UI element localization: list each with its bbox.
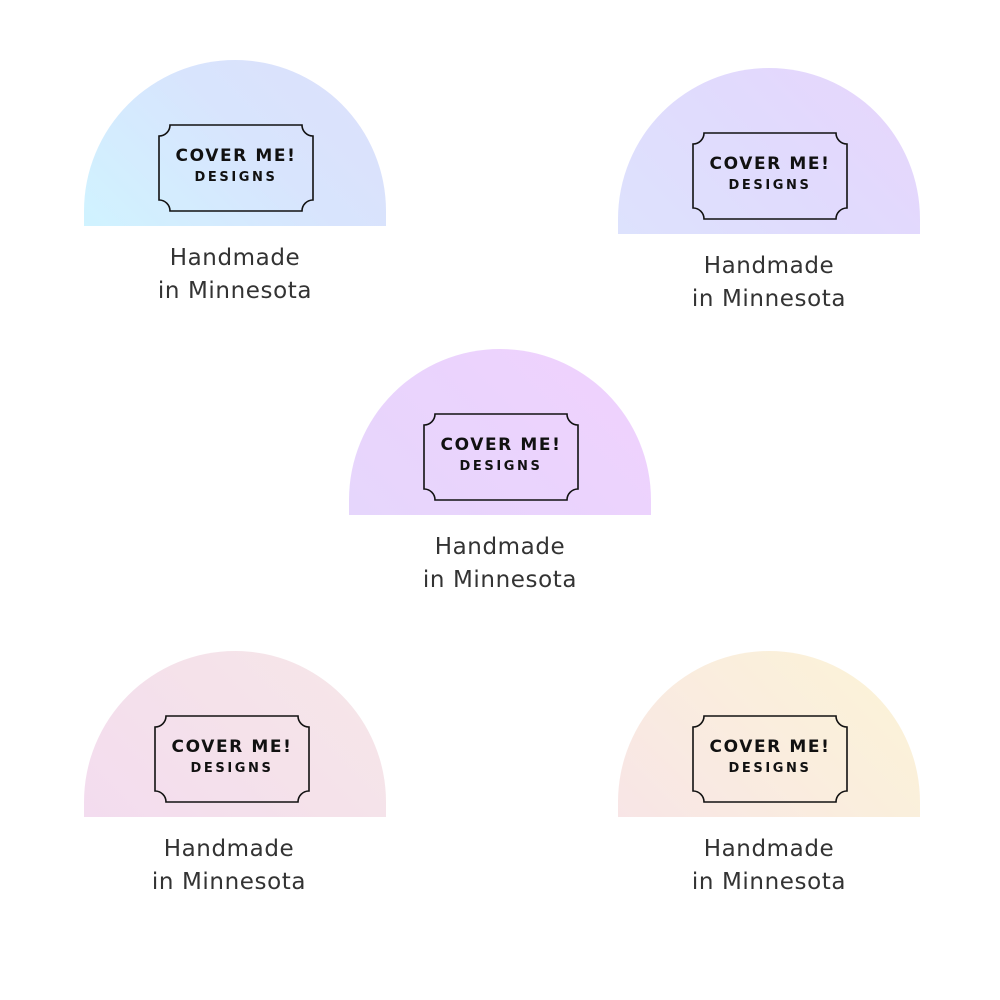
logo-frame-icon — [692, 715, 848, 803]
semicircle-background: COVER ME! DESIGNS — [84, 60, 386, 226]
badge-pink: COVER ME! DESIGNS Handmade in Minnesota — [84, 651, 386, 899]
caption-line-2: in Minnesota — [151, 869, 307, 895]
caption-line-1: Handmade — [703, 836, 835, 862]
badge-caption: Handmade in Minnesota — [78, 833, 380, 899]
caption-line-1: Handmade — [169, 245, 301, 271]
cover-me-designs-logo: COVER ME! DESIGNS — [692, 132, 848, 220]
semicircle-background: COVER ME! DESIGNS — [618, 651, 920, 817]
badge-caption: Handmade in Minnesota — [618, 250, 920, 316]
semicircle-background: COVER ME! DESIGNS — [349, 349, 651, 515]
cover-me-designs-logo: COVER ME! DESIGNS — [154, 715, 310, 803]
logo-subtitle: DESIGNS — [459, 459, 543, 474]
logo-title: COVER ME! — [171, 737, 293, 757]
semicircle-background: COVER ME! DESIGNS — [618, 68, 920, 234]
caption-line-2: in Minnesota — [691, 286, 847, 312]
cover-me-designs-logo: COVER ME! DESIGNS — [423, 413, 579, 501]
logo-subtitle: DESIGNS — [194, 170, 278, 185]
badge-peach: COVER ME! DESIGNS Handmade in Minnesota — [618, 651, 920, 899]
logo-frame-icon — [154, 715, 310, 803]
logo-frame-icon — [423, 413, 579, 501]
logo-subtitle: DESIGNS — [728, 178, 812, 193]
logo-title: COVER ME! — [709, 154, 831, 174]
caption-line-1: Handmade — [703, 253, 835, 279]
logo-frame-icon — [158, 124, 314, 212]
logo-frame-icon — [692, 132, 848, 220]
logo-title: COVER ME! — [175, 146, 297, 166]
semicircle-background: COVER ME! DESIGNS — [84, 651, 386, 817]
caption-line-2: in Minnesota — [157, 278, 313, 304]
logo-title: COVER ME! — [440, 435, 562, 455]
caption-line-2: in Minnesota — [691, 869, 847, 895]
caption-line-1: Handmade — [434, 534, 566, 560]
logo-title: COVER ME! — [709, 737, 831, 757]
logo-subtitle: DESIGNS — [190, 761, 274, 776]
caption-line-1: Handmade — [163, 836, 295, 862]
logo-subtitle: DESIGNS — [728, 761, 812, 776]
badge-caption: Handmade in Minnesota — [84, 242, 386, 308]
badge-violet: COVER ME! DESIGNS Handmade in Minnesota — [349, 349, 651, 597]
badge-caption: Handmade in Minnesota — [618, 833, 920, 899]
badge-caption: Handmade in Minnesota — [349, 531, 651, 597]
badge-blue: COVER ME! DESIGNS Handmade in Minnesota — [84, 60, 386, 308]
cover-me-designs-logo: COVER ME! DESIGNS — [692, 715, 848, 803]
badge-lavender: COVER ME! DESIGNS Handmade in Minnesota — [618, 68, 920, 316]
caption-line-2: in Minnesota — [422, 567, 578, 593]
cover-me-designs-logo: COVER ME! DESIGNS — [158, 124, 314, 212]
